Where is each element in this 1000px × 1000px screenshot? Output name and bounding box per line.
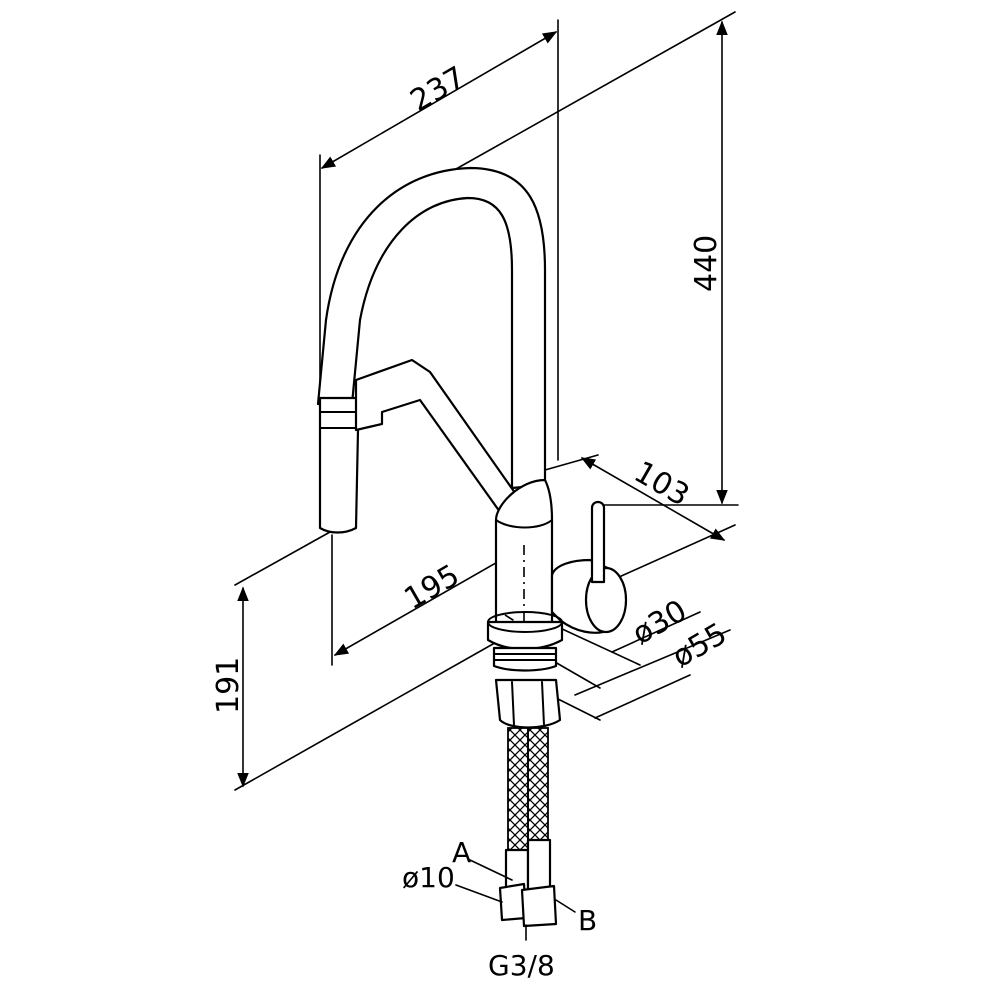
hose-fitting-b: [526, 838, 552, 892]
spray-head: [318, 396, 360, 534]
dimension-195: 195: [331, 534, 524, 666]
inlet-a-label: A: [452, 836, 471, 869]
base-flange: [486, 620, 564, 650]
hose-diameter-label: ø10: [402, 861, 455, 894]
hose-nut-b: [520, 884, 558, 928]
dimension-440-label: 440: [689, 235, 724, 292]
inlet-b-label: B: [578, 904, 597, 937]
mixer-cap: [584, 566, 628, 634]
mounting-nut: [494, 678, 562, 729]
braided-hose-a: [507, 727, 529, 857]
thread-size-label: G3/8: [488, 949, 555, 982]
mixer-lever-handle: [590, 500, 606, 584]
faucet-body: [494, 478, 554, 634]
dimension-440: 440: [439, 11, 739, 506]
dimension-191-label: 191: [211, 657, 246, 714]
faucet: [316, 166, 628, 928]
hose-annotations: A ø10 B G3/8: [402, 836, 597, 982]
dimension-191: 191: [211, 531, 501, 791]
spout-arc: [316, 166, 547, 490]
dimension-237-label: 237: [405, 60, 472, 119]
dimension-195-label: 195: [399, 558, 466, 617]
spray-bracket: [354, 358, 522, 514]
braided-hose-b: [527, 727, 549, 847]
